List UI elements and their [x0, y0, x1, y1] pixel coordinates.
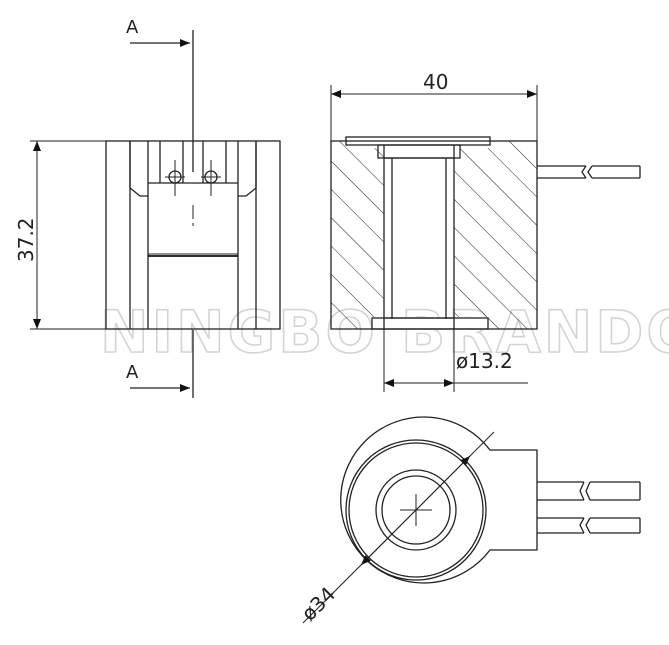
section-marker-top: A [126, 17, 194, 172]
outer-diameter-label: ø34 [297, 582, 341, 626]
height-dimension: 37.2 [14, 140, 106, 330]
width-dimension: 40 [330, 70, 538, 141]
outer-diameter-dimension: ø34 [297, 431, 495, 626]
bore-label: ø13.2 [456, 349, 513, 373]
front-view [105, 140, 281, 330]
section-label-bottom: A [126, 362, 139, 383]
height-label: 37.2 [14, 217, 38, 262]
section-label-top: A [126, 17, 139, 38]
bore-dimension: ø13.2 [383, 329, 528, 392]
section-marker-bottom: A [126, 330, 194, 398]
section-view [330, 136, 641, 330]
width-label: 40 [423, 70, 448, 94]
top-view [340, 416, 641, 584]
